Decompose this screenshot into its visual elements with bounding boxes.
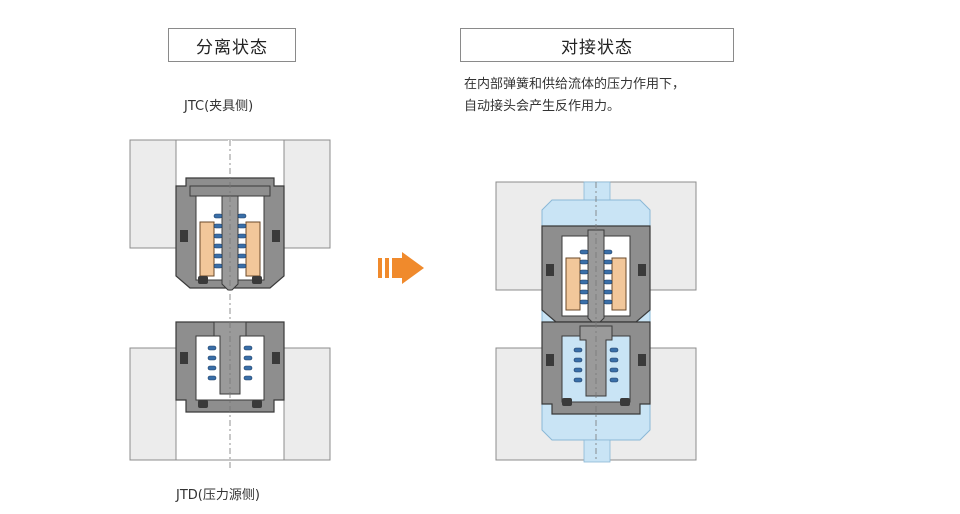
right-arrow-icon — [378, 252, 424, 284]
connected-description-line1: 在内部弹簧和供给流体的压力作用下， — [464, 77, 686, 92]
jtd-label: JTD(压力源侧) — [176, 488, 260, 503]
connected-description-line2: 自动接头会产生反作用力。 — [464, 99, 621, 114]
connected-state-title: 对接状态 — [460, 28, 734, 62]
separated-state-title: 分离状态 — [168, 28, 296, 62]
jtc-label: JTC(夹具侧) — [184, 99, 254, 114]
